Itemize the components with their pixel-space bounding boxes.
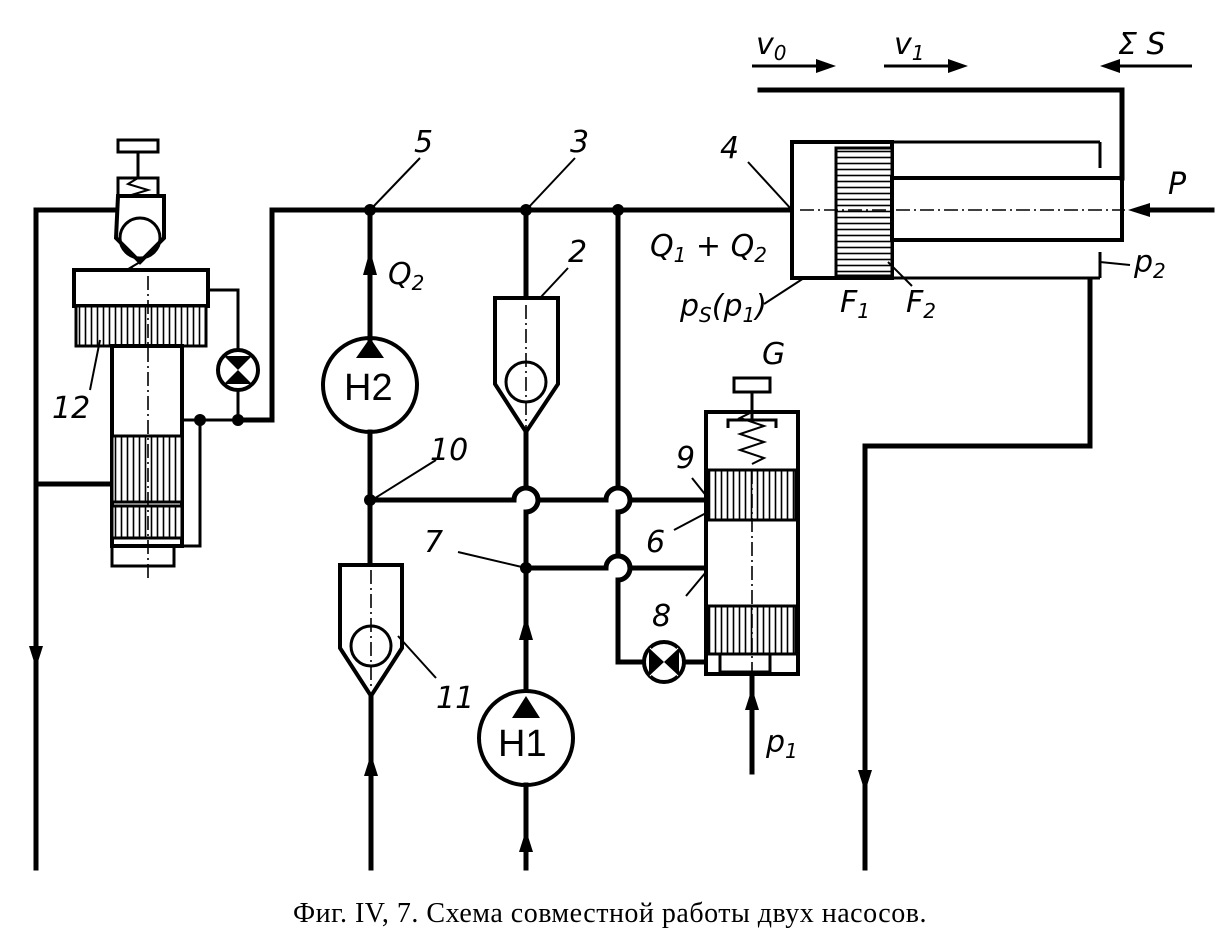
label-5: 5: [414, 125, 433, 160]
drain-arrow-right-icon: [858, 770, 872, 792]
suction-arrow-h1-icon: [519, 830, 533, 852]
pump-h2-branch: H2: [321, 207, 419, 568]
flow-arrow-h1-icon: [519, 616, 533, 640]
pressure-ps-p1: pS(p1): [679, 289, 767, 327]
spring-g: G: [762, 337, 785, 372]
pressure-p1: p1: [765, 725, 798, 763]
junction-7: [520, 553, 709, 574]
label-7: 7: [424, 525, 443, 560]
pump-h2-label: H2: [344, 367, 393, 409]
control-line-throttle-8: [615, 207, 709, 665]
drain-line-right: [858, 277, 1093, 871]
label-10: 10: [430, 433, 468, 468]
label-2: 2: [568, 235, 587, 270]
drain-arrow-icon: [29, 646, 43, 668]
velocity-v1: v1: [894, 27, 925, 65]
pump-h1-direction-icon: [512, 696, 540, 718]
force-p-arrow-icon: [1128, 203, 1150, 217]
figure-caption: Фиг. IV, 7. Схема совместной работы двух…: [293, 898, 927, 929]
drain-line-left: [29, 207, 121, 871]
flow-q2: Q2: [388, 257, 424, 295]
relief-valve-12: [72, 138, 244, 580]
resistance-sum-s: Σ S: [1118, 27, 1166, 62]
velocity-v0: v0: [756, 27, 787, 65]
label-9: 9: [676, 441, 695, 476]
label-8: 8: [652, 599, 671, 634]
label-3: 3: [570, 125, 589, 160]
label-12: 12: [52, 391, 90, 426]
flow-arrow-q2-icon: [363, 250, 377, 275]
check-valve-11: [338, 563, 404, 871]
area-f1: F1: [840, 285, 870, 323]
area-f2: F2: [906, 285, 936, 323]
pressure-p2: p2: [1133, 245, 1166, 283]
label-11: 11: [436, 681, 474, 716]
suction-arrow-h2-icon: [364, 754, 378, 776]
pump-h1-label: H1: [498, 723, 547, 765]
pump-h1-branch: H1: [477, 429, 575, 871]
cylinder: [757, 87, 1215, 280]
throttle-12-icon: [216, 348, 260, 392]
pressure-p1-arrow-icon: [745, 688, 759, 710]
velocity-arrows: [752, 59, 1192, 73]
label-6: 6: [646, 525, 665, 560]
flow-q1-plus-q2: Q1 + Q2: [650, 229, 767, 267]
check-valve-2: [493, 207, 560, 436]
force-p: P: [1168, 167, 1187, 202]
pump-h2-direction-icon: [356, 338, 384, 358]
distributor-valve: [704, 376, 800, 775]
leader-lines: [89, 157, 1131, 679]
label-4: 4: [720, 131, 739, 166]
throttle-8-icon: [642, 640, 686, 684]
